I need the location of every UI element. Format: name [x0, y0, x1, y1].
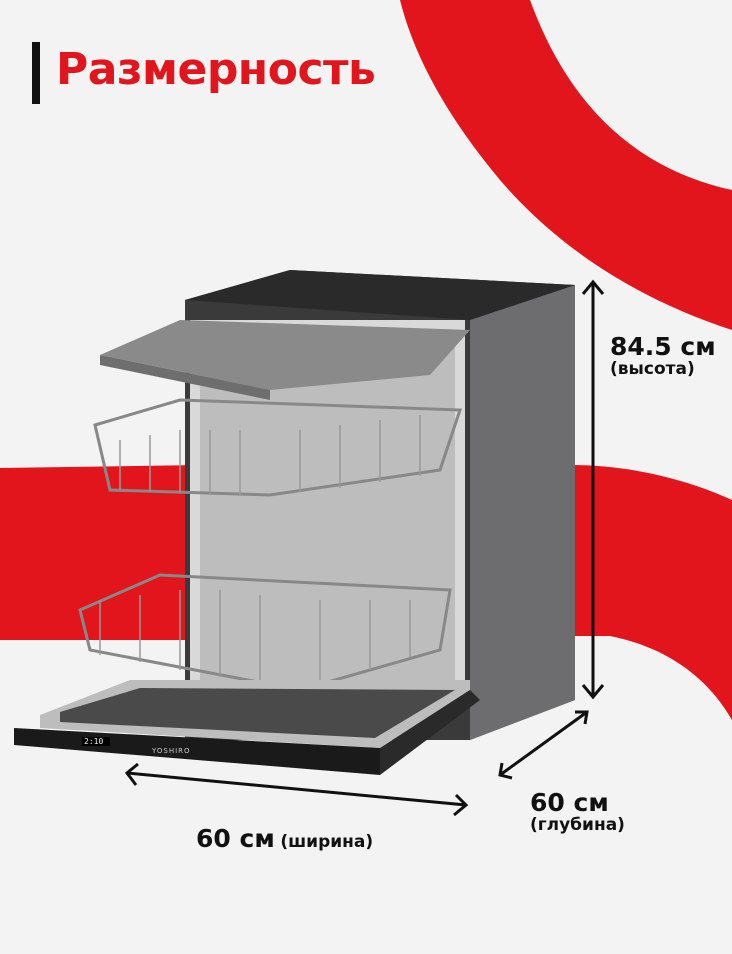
width-caption: (ширина): [280, 832, 374, 852]
control-panel-display: 2:10: [84, 737, 104, 746]
page-title: Размерность: [56, 44, 376, 95]
width-arrow: [124, 762, 469, 817]
dishwasher-image: [14, 270, 575, 775]
width-dimension-label: 60 см (ширина): [196, 826, 373, 851]
depth-value: 60 см: [530, 788, 609, 817]
depth-caption: (глубина): [530, 815, 625, 835]
red-band-right: [570, 465, 732, 720]
height-dimension-label: 84.5 см (высота): [610, 334, 716, 378]
height-value: 84.5 см: [610, 332, 716, 361]
height-arrow: [581, 279, 605, 700]
depth-dimension-label: 60 см (глубина): [530, 790, 625, 834]
title-accent-bar: [32, 42, 40, 104]
brand-logo: YOSHIRO: [152, 747, 191, 755]
red-band-left: [0, 465, 200, 640]
width-value: 60 см: [196, 824, 275, 853]
depth-arrow: [498, 710, 589, 780]
height-caption: (высота): [610, 359, 695, 379]
white-arc-cutout: [530, 0, 732, 190]
